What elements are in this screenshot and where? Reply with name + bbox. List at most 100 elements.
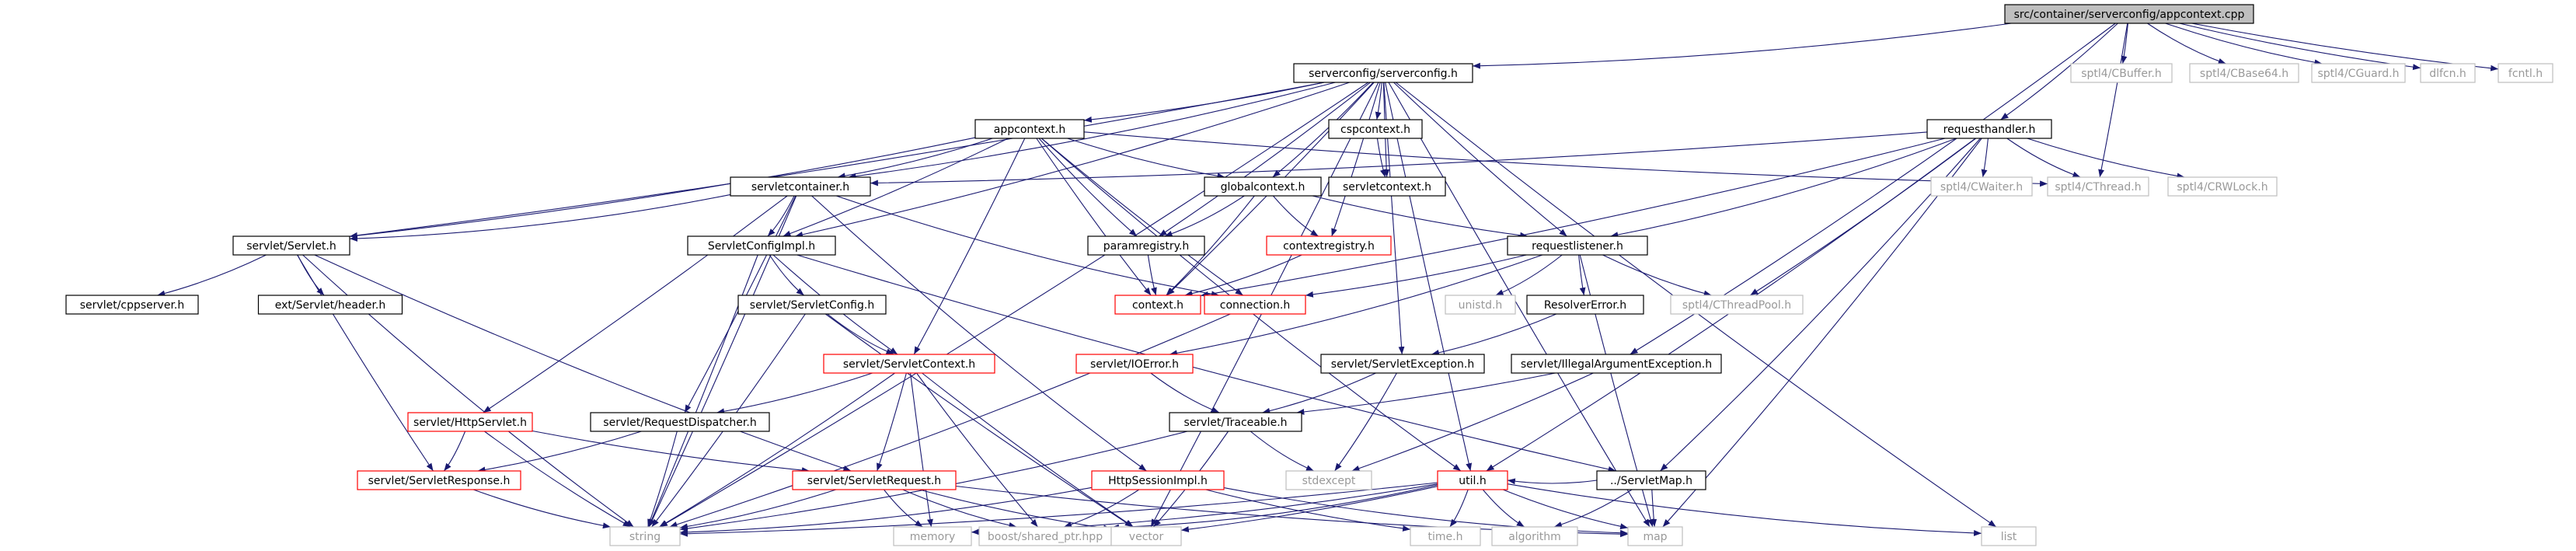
edge-utilh-to-list <box>1507 483 1982 536</box>
node-sharedptr[interactable]: boost/shared_ptr.hpp <box>978 526 1112 546</box>
node-string[interactable]: string <box>609 526 681 546</box>
node-servletcontainer[interactable]: servletcontainer.h <box>730 176 871 197</box>
node-cwaiter-box <box>1930 176 2033 197</box>
node-connection[interactable]: connection.h <box>1204 295 1306 315</box>
edge-globalcontext-to-contextregistry <box>1272 195 1319 237</box>
node-crwlock-box <box>2167 176 2278 197</box>
node-servletconfigimpl-label: ServletConfigImpl.h <box>708 240 815 253</box>
node-timeh[interactable]: time.h <box>1410 526 1481 546</box>
node-servletexception[interactable]: servlet/ServletException.h <box>1320 354 1485 374</box>
node-list[interactable]: list <box>1981 526 2037 546</box>
node-cbuffer[interactable]: sptl4/CBuffer.h <box>2070 63 2173 83</box>
node-traceable[interactable]: servlet/Traceable.h <box>1169 412 1302 432</box>
node-servletcontext_h-box <box>1328 176 1446 197</box>
node-servletmap[interactable]: ../ServletMap.h <box>1596 470 1706 490</box>
edge-contextregistry-to-context <box>1184 254 1302 297</box>
node-servletctxh-label: servlet/ServletContext.h <box>843 358 975 371</box>
node-cwaiter-label: sptl4/CWaiter.h <box>1940 181 2023 194</box>
edge-servletctxh-to-requestdispatcher <box>716 372 873 415</box>
node-cthreadpool[interactable]: sptl4/CThreadPool.h <box>1670 295 1804 315</box>
node-cguard[interactable]: sptl4/CGuard.h <box>2311 63 2406 83</box>
node-root[interactable]: src/container/serverconfig/appcontext.cp… <box>2004 4 2254 24</box>
node-requesthandler[interactable]: requesthandler.h <box>1926 119 2052 139</box>
node-cthreadpool-label: sptl4/CThreadPool.h <box>1682 299 1791 312</box>
node-vector[interactable]: vector <box>1110 526 1182 546</box>
edge-servletmap-to-utilh <box>1507 478 1598 485</box>
node-context[interactable]: context.h <box>1114 295 1201 315</box>
node-crwlock[interactable]: sptl4/CRWLock.h <box>2167 176 2278 197</box>
edge-utilh-to-string <box>679 482 1438 537</box>
node-cppserver-box <box>65 295 199 315</box>
edge-httpservlet-to-string <box>484 431 631 528</box>
edge-appcontext-to-globalcontext <box>1067 138 1225 180</box>
node-cthread[interactable]: sptl4/CThread.h <box>2047 176 2149 197</box>
node-servlet[interactable]: servlet/Servlet.h <box>232 235 350 256</box>
node-sharedptr-label: boost/shared_ptr.hpp <box>988 531 1103 543</box>
node-requestdispatcher[interactable]: servlet/RequestDispatcher.h <box>590 412 770 432</box>
node-servletcontext_h[interactable]: servletcontext.h <box>1328 176 1446 197</box>
node-resolvererror[interactable]: ResolverError.h <box>1526 295 1644 315</box>
node-cspcontext[interactable]: cspcontext.h <box>1328 119 1423 139</box>
node-resolvererror-label: ResolverError.h <box>1544 299 1626 312</box>
node-paramregistry-label: paramregistry.h <box>1103 240 1189 253</box>
node-traceable-label: servlet/Traceable.h <box>1183 417 1287 429</box>
edge-requestdispatcher-to-servletresponse <box>477 431 642 473</box>
node-map[interactable]: map <box>1627 526 1683 546</box>
node-fcntl-label: fcntl.h <box>2508 68 2543 80</box>
node-servletmap-box <box>1596 470 1706 490</box>
node-contextregistry-box <box>1266 235 1392 256</box>
edge-cspcontext-to-servletcontext_h <box>1376 138 1386 178</box>
node-ioerror[interactable]: servlet/IOError.h <box>1075 354 1194 374</box>
node-cwaiter[interactable]: sptl4/CWaiter.h <box>1930 176 2033 197</box>
node-ioerror-box <box>1075 354 1194 374</box>
node-memory[interactable]: memory <box>893 526 972 546</box>
node-illegalarg[interactable]: servlet/IllegalArgumentException.h <box>1511 354 1722 374</box>
node-ioerror-label: servlet/IOError.h <box>1090 358 1179 371</box>
node-dlfcn[interactable]: dlfcn.h <box>2420 63 2476 83</box>
node-servletrequest[interactable]: servlet/ServletRequest.h <box>792 470 957 490</box>
node-contextregistry[interactable]: contextregistry.h <box>1266 235 1392 256</box>
node-servletctxh[interactable]: servlet/ServletContext.h <box>823 354 995 374</box>
node-paramregistry[interactable]: paramregistry.h <box>1087 235 1205 256</box>
node-globalcontext-box <box>1204 176 1322 197</box>
node-fcntl[interactable]: fcntl.h <box>2498 63 2553 83</box>
node-httpservlet-label: servlet/HttpServlet.h <box>413 417 527 429</box>
node-servletconfigimpl[interactable]: ServletConfigImpl.h <box>687 235 836 256</box>
edge-utilh-to-vector <box>1180 486 1438 533</box>
node-context-label: context.h <box>1132 299 1183 312</box>
node-context-box <box>1114 295 1201 315</box>
node-requestlistener-box <box>1507 235 1648 256</box>
node-servletcontainer-box <box>730 176 871 197</box>
edge-servletresponse-to-string <box>473 489 611 529</box>
edge-requestlistener-to-cthreadpool <box>1602 254 1712 297</box>
node-cbase64[interactable]: sptl4/CBase64.h <box>2189 63 2299 83</box>
node-httpservlet[interactable]: servlet/HttpServlet.h <box>407 412 533 432</box>
node-requestlistener[interactable]: requestlistener.h <box>1507 235 1648 256</box>
node-extheader[interactable]: ext/Servlet/header.h <box>257 295 403 315</box>
edge-root-to-cbase64 <box>2147 23 2226 65</box>
node-cppserver[interactable]: servlet/cppserver.h <box>65 295 199 315</box>
node-globalcontext[interactable]: globalcontext.h <box>1204 176 1322 197</box>
node-stdexcept[interactable]: stdexcept <box>1285 470 1372 490</box>
node-algorithm[interactable]: algorithm <box>1491 526 1578 546</box>
edge-httpsessionimpl-to-timeh <box>1205 489 1411 532</box>
node-servletresponse[interactable]: servlet/ServletResponse.h <box>357 470 521 490</box>
node-servlet-box <box>232 235 350 256</box>
edge-root-to-requesthandler <box>2000 23 2118 120</box>
edge-serverconfig-to-requestlistener <box>1393 82 1567 237</box>
node-cguard-label: sptl4/CGuard.h <box>2318 68 2400 80</box>
node-extheader-box <box>257 295 403 315</box>
node-httpsessionimpl[interactable]: HttpSessionImpl.h <box>1091 470 1225 490</box>
node-memory-box <box>893 526 972 546</box>
node-utilh[interactable]: util.h <box>1437 470 1508 490</box>
edge-requesthandler-to-cthreadpool <box>1750 138 1977 296</box>
node-httpservlet-box <box>407 412 533 432</box>
node-servletconfig[interactable]: servlet/ServletConfig.h <box>737 295 887 315</box>
node-appcontext[interactable]: appcontext.h <box>974 119 1085 139</box>
node-unistd[interactable]: unistd.h <box>1445 295 1516 315</box>
node-serverconfig[interactable]: serverconfig/serverconfig.h <box>1293 63 1473 83</box>
edge-servletctxh-to-string <box>659 372 895 528</box>
edge-utilh-to-algorithm <box>1482 489 1525 528</box>
edge-servletctxh-to-servletrequest <box>877 372 907 472</box>
edge-servlet-to-servletresponse <box>297 254 434 472</box>
